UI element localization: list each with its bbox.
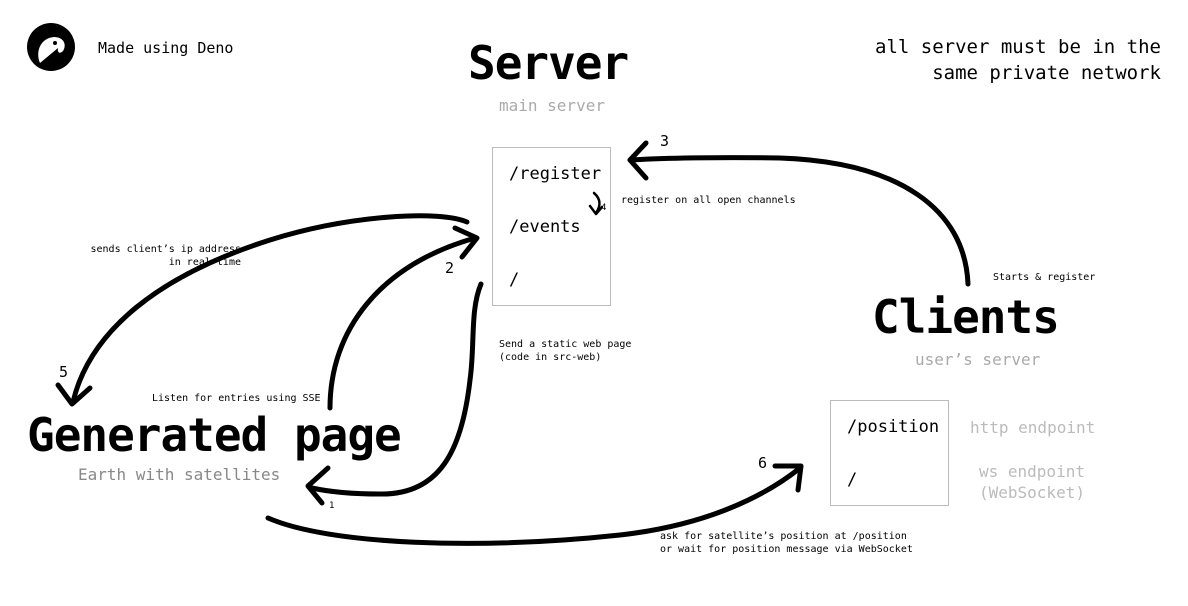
arrow-page-to-events <box>327 235 478 411</box>
arrow-server-to-page <box>70 213 470 405</box>
http-endpoint-label: http endpoint <box>970 418 1096 437</box>
page-subtitle: Earth with satellites <box>78 465 281 484</box>
listen-sse-annotation: Listen for entries using SSE <box>152 393 321 404</box>
ask-position-annotation: ask for satellite’s position at /positio… <box>660 531 913 555</box>
server-title: Server <box>468 36 629 90</box>
step-6-label: 6 <box>758 454 768 472</box>
arrowhead-page-top <box>55 382 93 407</box>
endpoint-events: /events <box>509 217 581 237</box>
endpoint-register: /register <box>509 164 602 184</box>
arrowhead-clients <box>772 463 804 493</box>
endpoint-position: /position <box>847 417 940 437</box>
clients-endpoints-box <box>830 400 949 506</box>
logo-text: Made using Deno <box>98 39 234 57</box>
arrowhead-events-small <box>588 204 604 216</box>
step-2-label: 2 <box>445 259 455 277</box>
arrowhead-register <box>627 140 649 181</box>
server-endpoints-box <box>492 147 611 306</box>
endpoint-client-root: / <box>847 470 858 490</box>
step-1-label: 1 <box>329 501 335 511</box>
deno-dino-icon <box>38 37 65 63</box>
step-3-label: 3 <box>660 132 670 150</box>
deno-logo-icon <box>27 23 75 71</box>
static-page-annotation: Send a static web page (code in src-web) <box>499 339 632 363</box>
endpoint-root: / <box>509 270 520 290</box>
clients-title: Clients <box>872 290 1060 344</box>
arrowhead-page <box>305 465 331 506</box>
arrowhead-events <box>452 225 480 260</box>
clients-subtitle: user’s server <box>915 350 1041 369</box>
page-title: Generated page <box>27 408 402 462</box>
register-all-annotation: register on all open channels <box>621 195 796 206</box>
step-5-label: 5 <box>59 363 69 381</box>
network-note: all server must be in the same private n… <box>875 36 1161 84</box>
ws-endpoint-label: ws endpoint (WebSocket) <box>979 462 1085 502</box>
arrow-clients-to-register <box>629 155 971 287</box>
arrow-page-to-clients <box>265 465 803 546</box>
step-4-label: 4 <box>601 203 607 213</box>
server-subtitle: main server <box>499 96 605 115</box>
arrow-root-to-page <box>309 281 484 497</box>
starts-register-annotation: Starts & register <box>993 272 1096 283</box>
sends-ip-annotation: sends client’s ip address in real time <box>90 244 241 268</box>
